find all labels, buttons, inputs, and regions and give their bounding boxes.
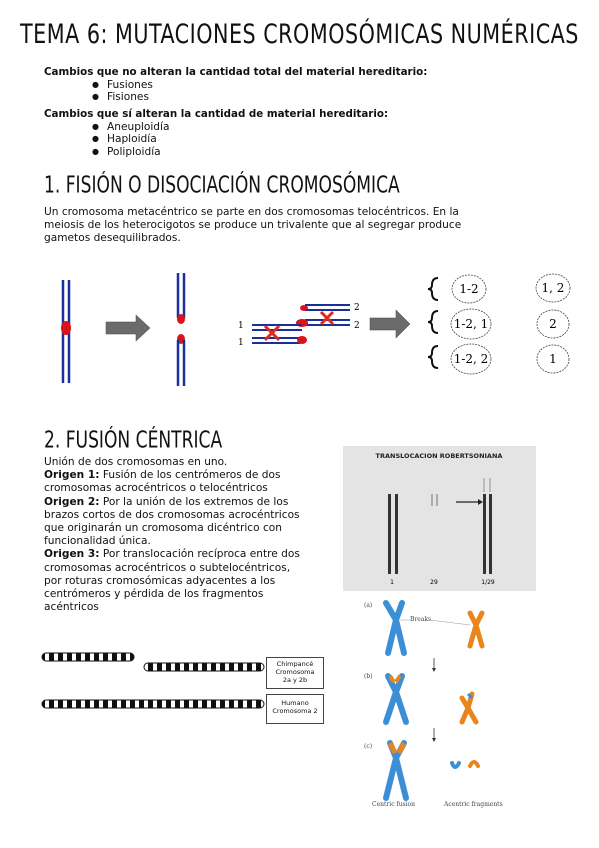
gamete-right-1: 1, 2 [542,281,565,295]
label-right-2: 2 [354,321,360,331]
bracket-icon [427,277,439,369]
list-item: Fisiones [92,91,153,104]
centric-fusion-figure: (a) (b) (c) Breaks Centric fusion Acentr… [364,600,503,808]
text-line: Unión de dos cromosomas en uno. [44,456,228,468]
label-right-1: 2 [354,303,360,313]
text-line: gametos desequilibrados. [44,232,181,245]
panel-a-label: (a) [364,602,372,609]
arrow-icon [369,309,411,339]
page-title: TEMA 6: MUTACIONES CROMOSÓMICAS NUMÉRICA… [20,20,579,50]
list-item: Poliploidía [92,146,169,159]
no-alter-heading: Cambios que no alteran la cantidad total… [44,66,428,78]
list-item: Aneuploidía [92,121,169,134]
fission-diagram: 1 1 2 2 1-2 1-2, 1 1-2, 2 1, 2 2 1 [61,273,571,386]
text-line: Origen 1: Fusión de los centrómeros de d… [44,469,281,482]
text-line: Origen 3: Por translocación recíproca en… [44,548,300,561]
no-alter-list: Fusiones Fisiones [92,79,153,104]
banding-diagram [41,652,265,709]
text-line: brazos cortos de dos cromosomas acrocént… [44,508,300,521]
text-line: cromosomas acrocéntricos o telocéntricos [44,482,268,495]
text-line: centrómeros y pérdida de los fragmentos [44,588,264,601]
breaks-label: Breaks [410,616,431,623]
chimp-chromosome-box: Chimpancé Cromosoma 2a y 2b [266,657,324,689]
centric-fusion-label: Centric fusion [372,801,415,808]
text-line: Un cromosoma metacéntrico se parte en do… [44,206,459,218]
robertsonian-figure: TRANSLOCACION ROBERTSONIANA 1 29 1/29 [343,446,536,591]
section1-heading: 1. FISIÓN O DISOCIACIÓN CROMOSÓMICA [44,172,400,199]
acentric-label: Acentric fragments [443,801,503,808]
label-1-29: 1/29 [481,579,495,586]
text-line: meiosis de los heterocigotos se produce … [44,219,462,232]
arrow-icon [105,314,151,342]
text-line: funcionalidad única. [44,535,151,548]
box-line: Cromosoma [275,668,315,676]
list-item: Fusiones [92,79,153,92]
alter-heading: Cambios que sí alteran la cantidad de ma… [44,108,389,120]
gamete-left-3: 1-2, 2 [454,352,489,366]
text-line: cromosomas acrocéntricos o subtelocéntri… [44,561,291,574]
label-left-1: 1 [238,321,244,331]
gamete-right-3: 1 [549,352,557,366]
box-line: Humano [281,699,309,707]
text-line: Origen 2: Por la unión de los extremos d… [44,495,289,508]
box-line: Cromosoma 2 [272,707,318,715]
telocentric-chromosomes [176,273,186,386]
human-chromosome-box: Humano Cromosoma 2 [266,694,324,724]
gamete-left-1: 1-2 [459,282,478,296]
section2-text: Unión de dos cromosomas en uno. Origen 1… [44,456,334,614]
metacentric-chromosome [61,280,71,383]
label-left-2: 1 [238,338,244,348]
box-line: 2a y 2b [282,676,308,684]
gamete-right-2: 2 [549,317,557,331]
label-29: 29 [430,579,438,586]
panel-c-label: (c) [364,743,372,750]
section2-heading: 2. FUSIÓN CÉNTRICA [44,427,223,454]
section1-text: Un cromosoma metacéntrico se parte en do… [44,206,564,246]
text-line: por roturas cromosómicas adyacentes a lo… [44,574,276,587]
panel-b-label: (b) [364,673,373,680]
box-line: Chimpancé [276,660,314,668]
figure-title: TRANSLOCACION ROBERTSONIANA [376,452,503,460]
trivalent [252,304,350,344]
list-item: Haploidía [92,133,169,146]
gamete-left-2: 1-2, 1 [454,317,489,331]
text-line: que originarán un cromosoma dicéntrico c… [44,522,282,535]
alter-list: Aneuploidía Haploidía Poliploidía [92,121,169,159]
label-1: 1 [390,579,394,586]
text-line: acéntricos [44,601,99,614]
